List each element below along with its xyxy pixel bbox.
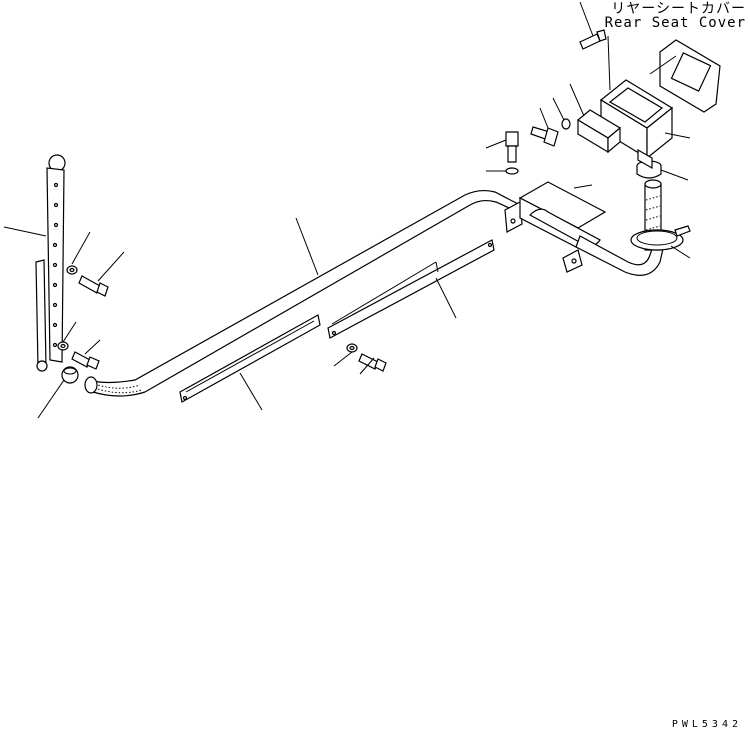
pipe-clamp-ring (630, 225, 691, 251)
pipe-mount-bracket (504, 201, 523, 233)
bolt-vertical (505, 131, 519, 175)
bracket-holes (52, 182, 59, 348)
thumb-screw (530, 118, 571, 147)
bolt-lower-left (71, 351, 100, 370)
part-name-english: Rear Seat Cover (604, 15, 746, 31)
bolt-middle (358, 353, 387, 372)
bolt-top-cover (579, 29, 607, 50)
drawing-code: PWL5342 (671, 719, 742, 730)
cover-plate (576, 109, 622, 154)
callout-leaders (3, 1, 691, 419)
upper-cover-strip (327, 239, 495, 339)
washer-middle (346, 343, 358, 353)
part-name-japanese: リヤーシートカバー (611, 1, 746, 17)
main-pipe (84, 189, 521, 397)
washer-upper-left (66, 265, 78, 275)
pipe-joint-sleeve (518, 181, 607, 249)
mounting-gasket-plate (659, 39, 721, 113)
vertical-stay-bracket (35, 154, 66, 372)
lower-cover-strip (179, 314, 321, 403)
bolt-upper-left (78, 275, 109, 297)
washer-lower-left (57, 341, 69, 351)
rear-seat-cover-box (599, 79, 674, 170)
pipe-end-cap (61, 366, 79, 384)
